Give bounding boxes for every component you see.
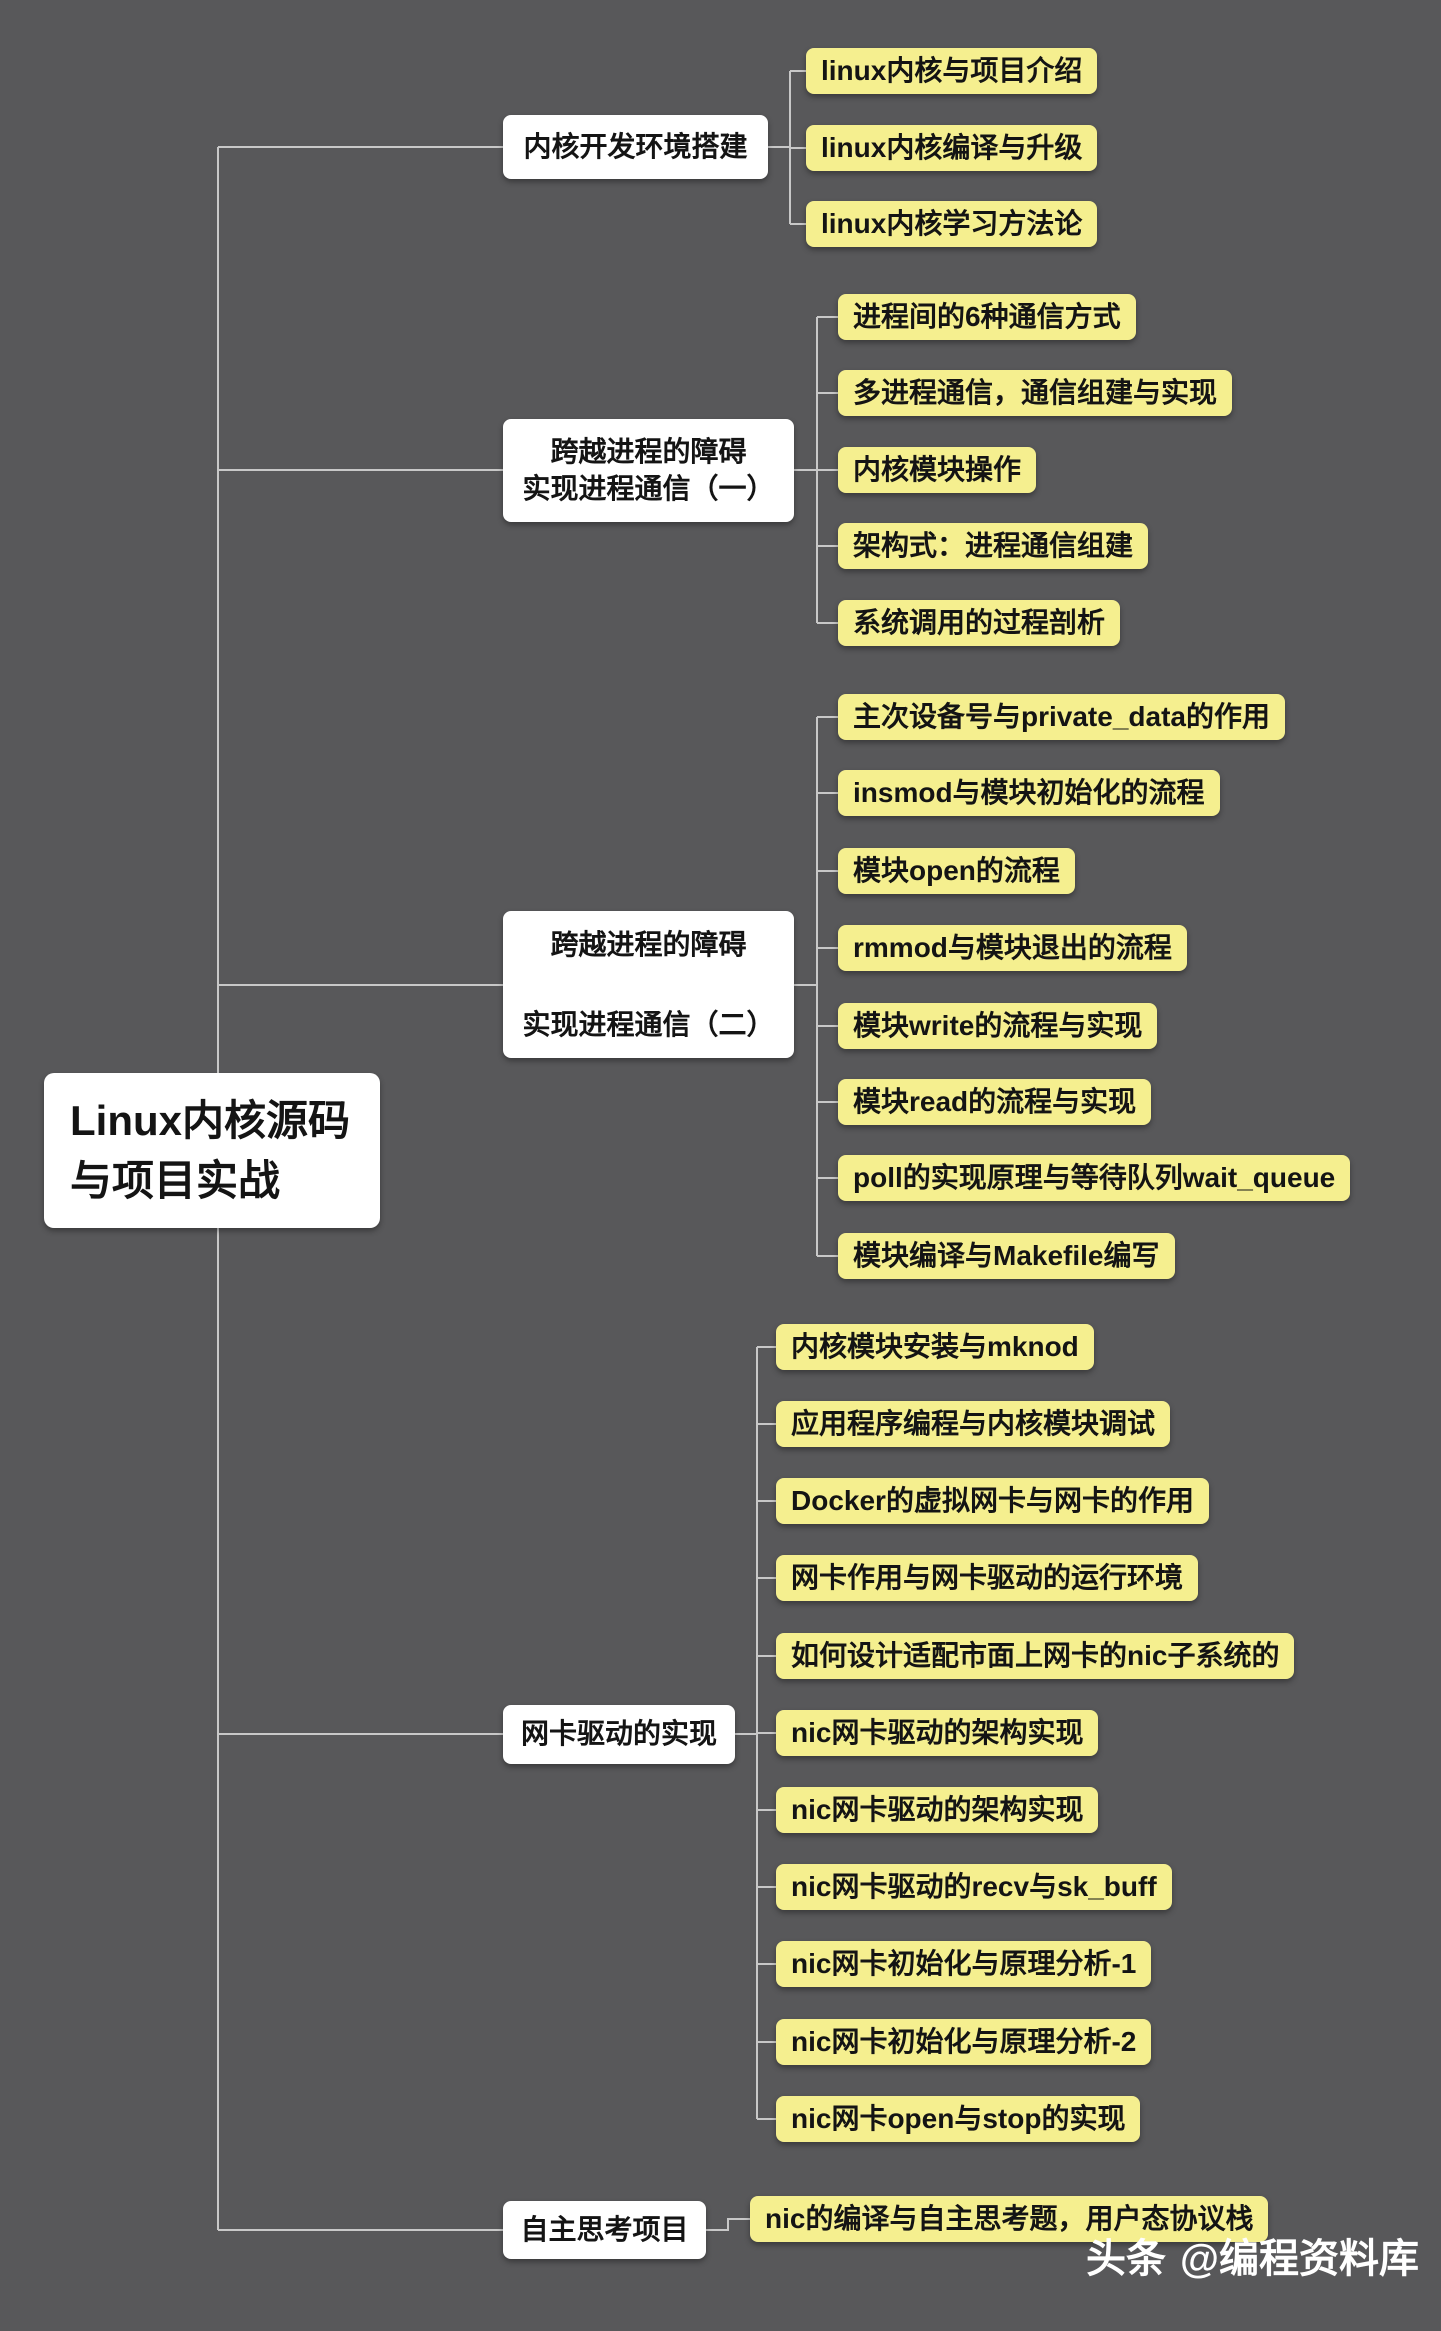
branch-label: 内核开发环境搭建 [523, 130, 748, 162]
branch-node-env-setup[interactable]: 内核开发环境搭建 [503, 115, 768, 179]
branch-node-self-project[interactable]: 自主思考项目 [503, 2201, 706, 2259]
topic-node[interactable]: 模块编译与Makefile编写 [838, 1233, 1175, 1279]
topic-node[interactable]: 架构式：进程通信组建 [838, 523, 1149, 569]
branch-label: 实现进程通信（二） [522, 1009, 775, 1041]
connector-branch1 [768, 70, 806, 225]
topic-node[interactable]: rmmod与模块退出的流程 [838, 925, 1187, 971]
topic-node[interactable]: Docker的虚拟网卡与网卡的作用 [776, 1478, 1209, 1524]
topic-node[interactable]: nic网卡open与stop的实现 [776, 2096, 1141, 2142]
topic-node[interactable]: linux内核与项目介绍 [806, 48, 1098, 94]
root-label-line: Linux内核源码 [70, 1096, 350, 1144]
branch-node-ipc-2[interactable]: 跨越进程的障碍 实现进程通信（二） [503, 911, 794, 1058]
topic-node[interactable]: linux内核学习方法论 [806, 201, 1098, 247]
topic-node[interactable]: nic网卡初始化与原理分析-2 [776, 2019, 1152, 2065]
connector-branch3 [794, 716, 838, 1257]
branch-label: 跨越进程的障碍 [550, 435, 747, 467]
topic-node[interactable]: 多进程通信，通信组建与实现 [838, 370, 1233, 416]
connector-branch5 [706, 2218, 750, 2231]
branch-label: 网卡驱动的实现 [520, 1718, 717, 1750]
topic-node[interactable]: 主次设备号与private_data的作用 [838, 694, 1285, 740]
topic-node[interactable]: 模块read的流程与实现 [838, 1079, 1152, 1125]
topic-node[interactable]: 应用程序编程与内核模块调试 [776, 1401, 1171, 1447]
topic-node[interactable]: poll的实现原理与等待队列wait_queue [838, 1155, 1351, 1201]
branch-label: 实现进程通信（一） [522, 472, 775, 504]
branch-node-nic-driver[interactable]: 网卡驱动的实现 [503, 1705, 735, 1764]
watermark: 头条 @编程资料库 [1086, 2226, 1419, 2284]
topic-node[interactable]: 系统调用的过程剖析 [838, 600, 1121, 646]
topic-node[interactable]: nic的编译与自主思考题，用户态协议栈 [750, 2196, 1269, 2242]
root-node[interactable]: Linux内核源码 与项目实战 [44, 1073, 380, 1228]
topic-node[interactable]: nic网卡驱动的架构实现 [776, 1710, 1099, 1756]
connector-branch2 [794, 316, 838, 624]
topic-node[interactable]: 如何设计适配市面上网卡的nic子系统的 [776, 1633, 1295, 1679]
topic-node[interactable]: 网卡作用与网卡驱动的运行环境 [776, 1555, 1199, 1601]
branch-label: 跨越进程的障碍 [550, 929, 747, 960]
topic-node[interactable]: insmod与模块初始化的流程 [838, 770, 1220, 816]
topic-node[interactable]: 内核模块安装与mknod [776, 1324, 1094, 1370]
topic-node[interactable]: 内核模块操作 [838, 447, 1037, 493]
root-label-line: 与项目实战 [70, 1156, 281, 1204]
branch-label: 自主思考项目 [520, 2213, 689, 2245]
connector-branch4 [735, 1346, 776, 2120]
watermark-handle: @编程资料库 [1179, 2237, 1419, 2281]
topic-node[interactable]: 模块write的流程与实现 [838, 1003, 1158, 1049]
branch-node-ipc-1[interactable]: 跨越进程的障碍 实现进程通信（一） [503, 419, 794, 522]
topic-node[interactable]: nic网卡驱动的架构实现 [776, 1787, 1099, 1833]
topic-node[interactable]: nic网卡初始化与原理分析-1 [776, 1941, 1152, 1987]
topic-node[interactable]: 模块open的流程 [838, 848, 1075, 894]
topic-node[interactable]: linux内核编译与升级 [806, 125, 1098, 171]
topic-node[interactable]: nic网卡驱动的recv与sk_buff [776, 1864, 1172, 1910]
topic-node[interactable]: 进程间的6种通信方式 [838, 294, 1136, 340]
watermark-brand: 头条 [1085, 2237, 1166, 2281]
